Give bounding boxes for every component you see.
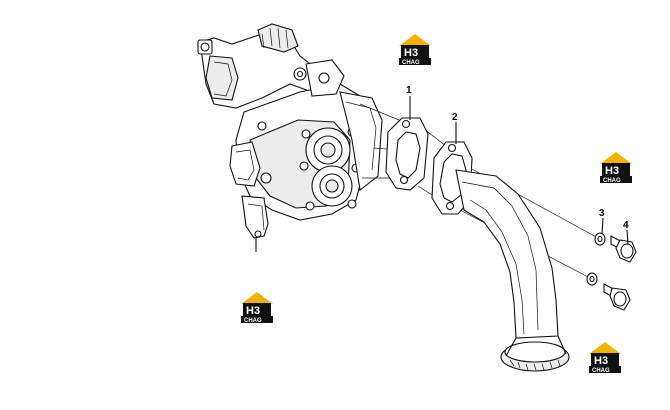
callout-1: 1 [406, 85, 412, 96]
washer-part-3 [586, 232, 606, 286]
svg-text:CHAG: CHAG [603, 178, 621, 184]
oil-suction-pipe [455, 169, 570, 372]
callout-3: 3 [599, 208, 605, 219]
callout-2: 2 [452, 112, 458, 123]
svg-text:CHAG: CHAG [592, 368, 610, 374]
svg-text:H3: H3 [605, 165, 619, 177]
callout-4: 4 [623, 220, 629, 231]
svg-text:CHAG: CHAG [402, 60, 420, 66]
svg-text:H3: H3 [594, 355, 608, 367]
watermark-logo: H3 CHAG [241, 292, 273, 324]
svg-text:H3: H3 [404, 47, 418, 59]
watermark-logo: H3 CHAG [600, 152, 632, 184]
bolt-part-4 [603, 235, 637, 311]
svg-text:CHAG: CHAG [244, 318, 262, 324]
gasket-part-1 [385, 117, 429, 191]
svg-text:H3: H3 [246, 305, 260, 317]
watermark-logo: H3 CHAG [589, 342, 621, 374]
oil-pump-assembly [197, 23, 383, 252]
callout-leaders [409, 96, 629, 245]
watermark-logo: H3 CHAG [399, 34, 431, 66]
